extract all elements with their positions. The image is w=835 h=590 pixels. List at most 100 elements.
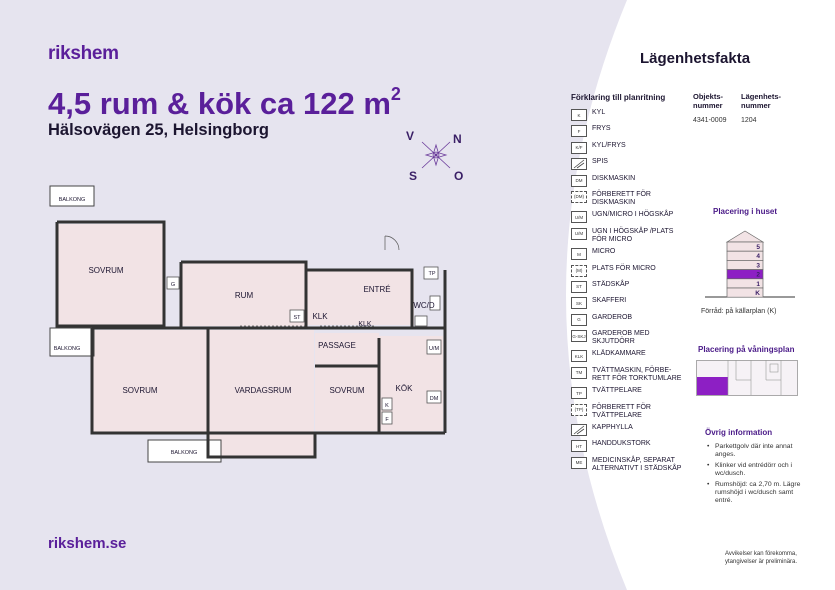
- legend-label: FRYS: [592, 125, 611, 133]
- legend-symbol-icon: HT: [571, 440, 587, 453]
- floor-label: 1: [756, 281, 760, 288]
- legend-item: M MICRO: [571, 248, 683, 261]
- legend-label: FÖRBERETT FÖR DISKMASKIN: [592, 190, 651, 206]
- kyl-label: K: [385, 403, 389, 409]
- legend-item: U/M UGN/MICRO I HÖGSKÅP: [571, 211, 683, 224]
- legend-label: KYL: [592, 109, 606, 116]
- room-passage: PASSAGE: [318, 341, 356, 350]
- legend-symbol-icon: [571, 158, 587, 171]
- room-sovrum-nw: SOVRUM: [88, 266, 123, 275]
- legend-label: KLÄDKAMMARE: [592, 350, 646, 358]
- legend-label: KYL/FRYS: [592, 141, 626, 149]
- legend-symbol-icon: (TP): [571, 403, 587, 416]
- room-kok: KÖK: [396, 384, 414, 393]
- facts-title: Lägenhetsfakta: [640, 50, 751, 67]
- floor-block: [726, 287, 764, 298]
- legend-item: KLK KLÄDKAMMARE: [571, 350, 683, 363]
- legend-symbol-icon: (DM): [571, 190, 587, 203]
- room-wcd: WC/D: [413, 301, 435, 310]
- floor-plan: BALKONG SOVRUM G RUM ENTRÉ TP WC/D ST KL…: [49, 185, 447, 463]
- compass-north: N: [453, 132, 462, 146]
- floor-label: 2: [756, 272, 760, 279]
- legend-title: Förklaring till planritning: [571, 93, 666, 102]
- legend-label: MEDICINSKÅP, SEPARAT ALTERNATIVT I STÄDS…: [592, 456, 682, 472]
- compass-south: S: [409, 169, 418, 183]
- legend-label: MICRO: [592, 248, 616, 256]
- diskmaskin-label: DM: [430, 396, 439, 402]
- frys-label: F: [385, 417, 389, 423]
- room-sovrum-s: SOVRUM: [329, 386, 364, 395]
- website-link[interactable]: rikshem.se: [48, 535, 127, 552]
- legend-symbol-icon: G-SKJ: [571, 330, 587, 343]
- legend-list: K KYL F FRYS K/F KYL/FRYS SPIS DM DISKMASKIN (DM)…: [571, 109, 683, 477]
- legend-symbol-icon: [571, 424, 587, 437]
- legend-item: ME MEDICINSKÅP, SEPARAT ALTERNATIVT I STÄ…: [571, 456, 683, 473]
- room-entre: ENTRÉ: [363, 285, 390, 294]
- legend-item: (TP) FÖRBERETT FÖR TVÄTTPELARE: [571, 403, 683, 420]
- legend-label: HANDDUKSTORK: [592, 440, 651, 448]
- compass-east: O: [454, 169, 464, 183]
- legend-symbol-icon: K/F: [571, 141, 587, 154]
- other-info-title: Övrig information: [705, 428, 773, 437]
- legend-symbol-icon: TM: [571, 366, 587, 379]
- legend-item: HT HANDDUKSTORK: [571, 440, 683, 453]
- legend-label: SKAFFERI: [592, 297, 627, 305]
- storage-note: Förråd: på källarplan (K): [701, 308, 777, 315]
- legend-symbol-icon: M: [571, 248, 587, 261]
- floor-label: K: [755, 290, 760, 297]
- compass-icon: V N S O: [402, 128, 464, 186]
- legend-item: K/F KYL/FRYS: [571, 141, 683, 154]
- legend-label: TVÄTTMASKIN, FÖRBE-RETT FÖR TORKTUMLARE: [592, 366, 682, 382]
- legend-item: U/M UGN I HÖGSKÅP /PLATS FÖR MICRO: [571, 227, 683, 244]
- legend-item: K KYL: [571, 109, 683, 121]
- legend-symbol-icon: DM: [571, 174, 587, 187]
- brand-logo[interactable]: rikshem: [48, 43, 119, 64]
- room-balkong-bottom: BALKONG: [171, 450, 198, 456]
- legend-label: FÖRBERETT FÖR TVÄTTPELARE: [592, 403, 651, 419]
- address: Hälsovägen 25, Helsingborg: [48, 121, 269, 139]
- disclaimer: Avvikelser kan förekomma, ytangivelser ä…: [725, 551, 798, 565]
- legend-item: SPIS: [571, 158, 683, 171]
- legend-symbol-icon: ST: [571, 280, 587, 293]
- legend-label: DISKMASKIN: [592, 174, 636, 182]
- object-number-label: Objekts-nummer: [693, 92, 724, 110]
- legend-item: F FRYS: [571, 125, 683, 138]
- legend-symbol-icon: KLK: [571, 350, 587, 363]
- garderob-label: G: [171, 282, 175, 288]
- legend-symbol-icon: G: [571, 313, 587, 326]
- object-number: 4341-0009: [693, 117, 727, 124]
- legend-item: TP TVÄTTPELARE: [571, 387, 683, 400]
- floor-label: 5: [756, 244, 760, 251]
- legend-label: TVÄTTPELARE: [592, 387, 642, 395]
- legend-label: UGN I HÖGSKÅP /PLATS FÖR MICRO: [592, 227, 674, 243]
- info-item: Parkettgolv där inte annat anges.: [707, 443, 812, 460]
- legend-symbol-icon: ME: [571, 456, 587, 469]
- compass-west: V: [406, 129, 415, 143]
- legend-label: GARDEROB: [592, 313, 633, 321]
- floor-label: 4: [756, 253, 760, 260]
- legend-item: G GARDEROB: [571, 313, 683, 326]
- legend-label: KAPPHYLLA: [592, 424, 633, 432]
- placement-floor-title: Placering på våningsplan: [698, 345, 795, 354]
- legend-symbol-icon: F: [571, 125, 587, 138]
- room-balkong-mid: BALKONG: [54, 346, 81, 352]
- legend-symbol-icon: U/M: [571, 211, 587, 224]
- legend-symbol-icon: U/M: [571, 227, 587, 240]
- legend-label: UGN/MICRO I HÖGSKÅP: [592, 211, 674, 219]
- room-sovrum-sw: SOVRUM: [122, 386, 157, 395]
- legend-item: DM DISKMASKIN: [571, 174, 683, 187]
- legend-symbol-icon: K: [571, 109, 587, 121]
- legend-symbol-icon: TP: [571, 387, 587, 400]
- legend-item: TM TVÄTTMASKIN, FÖRBE-RETT FÖR TORKTUMLAR…: [571, 366, 683, 383]
- legend-label: SPIS: [592, 158, 608, 166]
- room-rum: RUM: [235, 291, 254, 300]
- tvattpelare-label: TP: [428, 271, 435, 277]
- apartment-number-label: Lägenhets-nummer: [741, 92, 782, 110]
- info-item: Klinker vid entrédörr och i wc/dusch.: [707, 462, 812, 479]
- legend-label: PLATS FÖR MICRO: [592, 264, 656, 272]
- floor-placement-diagram: [696, 360, 798, 396]
- info-item: Rumshöjd: ca 2,70 m. Lägre rumshöjd i wc…: [707, 481, 812, 506]
